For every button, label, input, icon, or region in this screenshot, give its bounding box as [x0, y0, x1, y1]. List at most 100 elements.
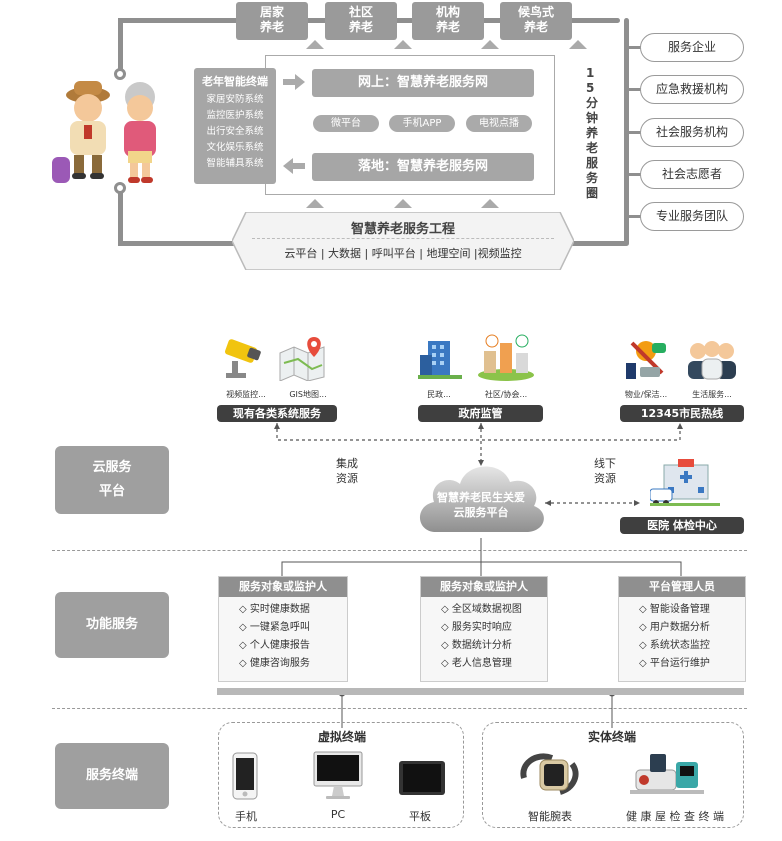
- arrow-up-2: [394, 40, 412, 49]
- function-item: ◇ 一键紧急呼叫: [239, 622, 310, 633]
- arrow-left-icon: [283, 158, 305, 174]
- function-panel-head: 服务对象或监护人: [219, 577, 347, 597]
- right-connector: [628, 215, 642, 218]
- separator-2: [52, 708, 747, 709]
- arrow-up-1: [306, 40, 324, 49]
- virtual-item-phone: 手机: [235, 810, 257, 823]
- caption-life: 生活服务...: [692, 390, 732, 399]
- function-panel-1: 服务对象或监护人 ◇ 实时健康数据 ◇ 一键紧急呼叫 ◇ 个人健康报告 ◇ 健康…: [218, 576, 348, 682]
- function-item: ◇ 用户数据分析: [639, 622, 710, 633]
- layer-cloud-platform: 云服务 平台: [55, 446, 169, 514]
- cloud-platform-title: 智慧养老民生关爱 云服务平台: [437, 491, 525, 519]
- right-connector: [628, 46, 642, 49]
- label-hotline: 12345市民热线: [620, 405, 744, 422]
- project-title: 智慧养老服务工程: [350, 222, 455, 237]
- function-panel-head: 平台管理人员: [619, 577, 745, 597]
- channel-wechat: 微平台: [313, 115, 379, 132]
- function-item: ◇ 数据统计分析: [441, 640, 512, 651]
- loop-dot-left-top: [114, 68, 126, 80]
- label-gov-supervision: 政府监管: [418, 405, 543, 422]
- elderly-couple-illustration: [52, 81, 156, 183]
- loop-dot-left-bottom: [114, 182, 126, 194]
- caption-property: 物业/保洁...: [624, 390, 668, 399]
- function-panel-2: 服务对象或监护人 ◇ 全区域数据视图 ◇ 服务实时响应 ◇ 数据统计分析 ◇ 老…: [420, 576, 548, 682]
- physical-terminal-title: 实体终端: [562, 728, 662, 745]
- smart-terminal-item: 出行安全系统: [206, 126, 264, 137]
- arrow-up-5: [306, 199, 324, 208]
- label-hospital: 医院 体检中心: [620, 517, 744, 534]
- caption-community: 社区/协会...: [484, 390, 528, 399]
- life-service-people-icon: [688, 341, 736, 380]
- arrow-up-7: [481, 199, 499, 208]
- pill-social-service: 社会服务机构: [640, 118, 744, 147]
- caption-civil: 民政...: [427, 390, 451, 399]
- right-connector: [628, 173, 642, 176]
- arrow-right-icon: [283, 74, 305, 90]
- function-item: ◇ 个人健康报告: [239, 640, 310, 651]
- phone-icon: [232, 752, 258, 800]
- arrow-up-6: [394, 199, 412, 208]
- smart-terminal-title: 老年智能终端: [202, 75, 268, 88]
- health-kiosk-icon: [630, 754, 704, 794]
- channel-app: 手机APP: [389, 115, 455, 132]
- smart-watch-icon: [520, 753, 579, 795]
- smart-terminal-item: 监控医护系统: [206, 110, 264, 121]
- service-circle-label: 15分钟养老服务圈: [586, 66, 599, 200]
- smart-terminal-item: 智能辅具系统: [206, 158, 264, 169]
- box-institution-care: 机构 养老: [412, 2, 484, 40]
- pill-volunteers: 社会志愿者: [640, 160, 744, 189]
- box-home-care: 居家 养老: [236, 2, 308, 40]
- box-migratory-care: 候鸟式 养老: [500, 2, 572, 40]
- box-community-care: 社区 养老: [325, 2, 397, 40]
- right-connector: [628, 131, 642, 134]
- function-item: ◇ 平台运行维护: [639, 658, 710, 669]
- loop-line-left-bottom: [118, 188, 123, 246]
- smart-terminal-panel: 老年智能终端 家居安防系统 监控医护系统 出行安全系统 文化娱乐系统 智能辅具系…: [194, 68, 276, 184]
- loop-line-right: [624, 18, 629, 246]
- arrow-up-3: [481, 40, 499, 49]
- caption-video: 视频监控...: [226, 390, 266, 399]
- right-connector: [628, 88, 642, 91]
- community-icon: [478, 334, 534, 381]
- gis-map-icon: [279, 337, 325, 381]
- function-panel-3: 平台管理人员 ◇ 智能设备管理 ◇ 用户数据分析 ◇ 系统状态监控 ◇ 平台运行…: [618, 576, 746, 682]
- label-integrate-resources: 集成 资源: [336, 457, 358, 485]
- tablet-icon: [399, 761, 445, 795]
- virtual-item-tablet: 平板: [409, 810, 431, 823]
- function-panel-head: 服务对象或监护人: [421, 577, 547, 597]
- function-item: ◇ 系统状态监控: [639, 640, 710, 651]
- smart-terminal-item: 家居安防系统: [206, 94, 264, 105]
- channel-tv: 电视点播: [466, 115, 532, 132]
- layer-function-service: 功能服务: [55, 592, 169, 658]
- cctv-camera-icon: [225, 339, 261, 378]
- loop-line-left-top: [118, 18, 123, 72]
- layer-service-terminal: 服务终端: [55, 743, 169, 809]
- pc-monitor-icon: [313, 751, 363, 799]
- pill-professional-team: 专业服务团队: [640, 202, 744, 231]
- project-divider: [252, 238, 554, 239]
- virtual-terminal-group: [218, 722, 464, 828]
- function-item: ◇ 实时健康数据: [239, 604, 310, 615]
- label-existing-systems: 现有各类系统服务: [217, 405, 337, 422]
- project-items: 云平台 | 大数据 | 呼叫平台 | 地理空间 |视频监控: [284, 247, 522, 260]
- property-cleaning-icon: [626, 341, 666, 379]
- pill-service-enterprise: 服务企业: [640, 33, 744, 62]
- pill-emergency-rescue: 应急救援机构: [640, 75, 744, 104]
- smart-terminal-item: 文化娱乐系统: [206, 142, 264, 153]
- function-item: ◇ 老人信息管理: [441, 658, 512, 669]
- hospital-icon: [650, 459, 720, 506]
- cloud-shape: [419, 466, 544, 532]
- service-bus-bar: [217, 688, 744, 695]
- function-item: ◇ 全区域数据视图: [441, 604, 522, 615]
- label-offline-resources: 线下 资源: [594, 457, 616, 485]
- project-banner-shape: [232, 212, 574, 270]
- physical-item-kiosk: 健 康 屋 检 查 终 端: [626, 810, 724, 823]
- arrow-up-4: [569, 40, 587, 49]
- online-service-bar: 网上：智慧养老服务网: [312, 69, 534, 97]
- virtual-terminal-title: 虚拟终端: [292, 728, 392, 745]
- virtual-item-pc: PC: [330, 808, 346, 821]
- function-item: ◇ 服务实时响应: [441, 622, 512, 633]
- offline-service-bar: 落地：智慧养老服务网: [312, 153, 534, 181]
